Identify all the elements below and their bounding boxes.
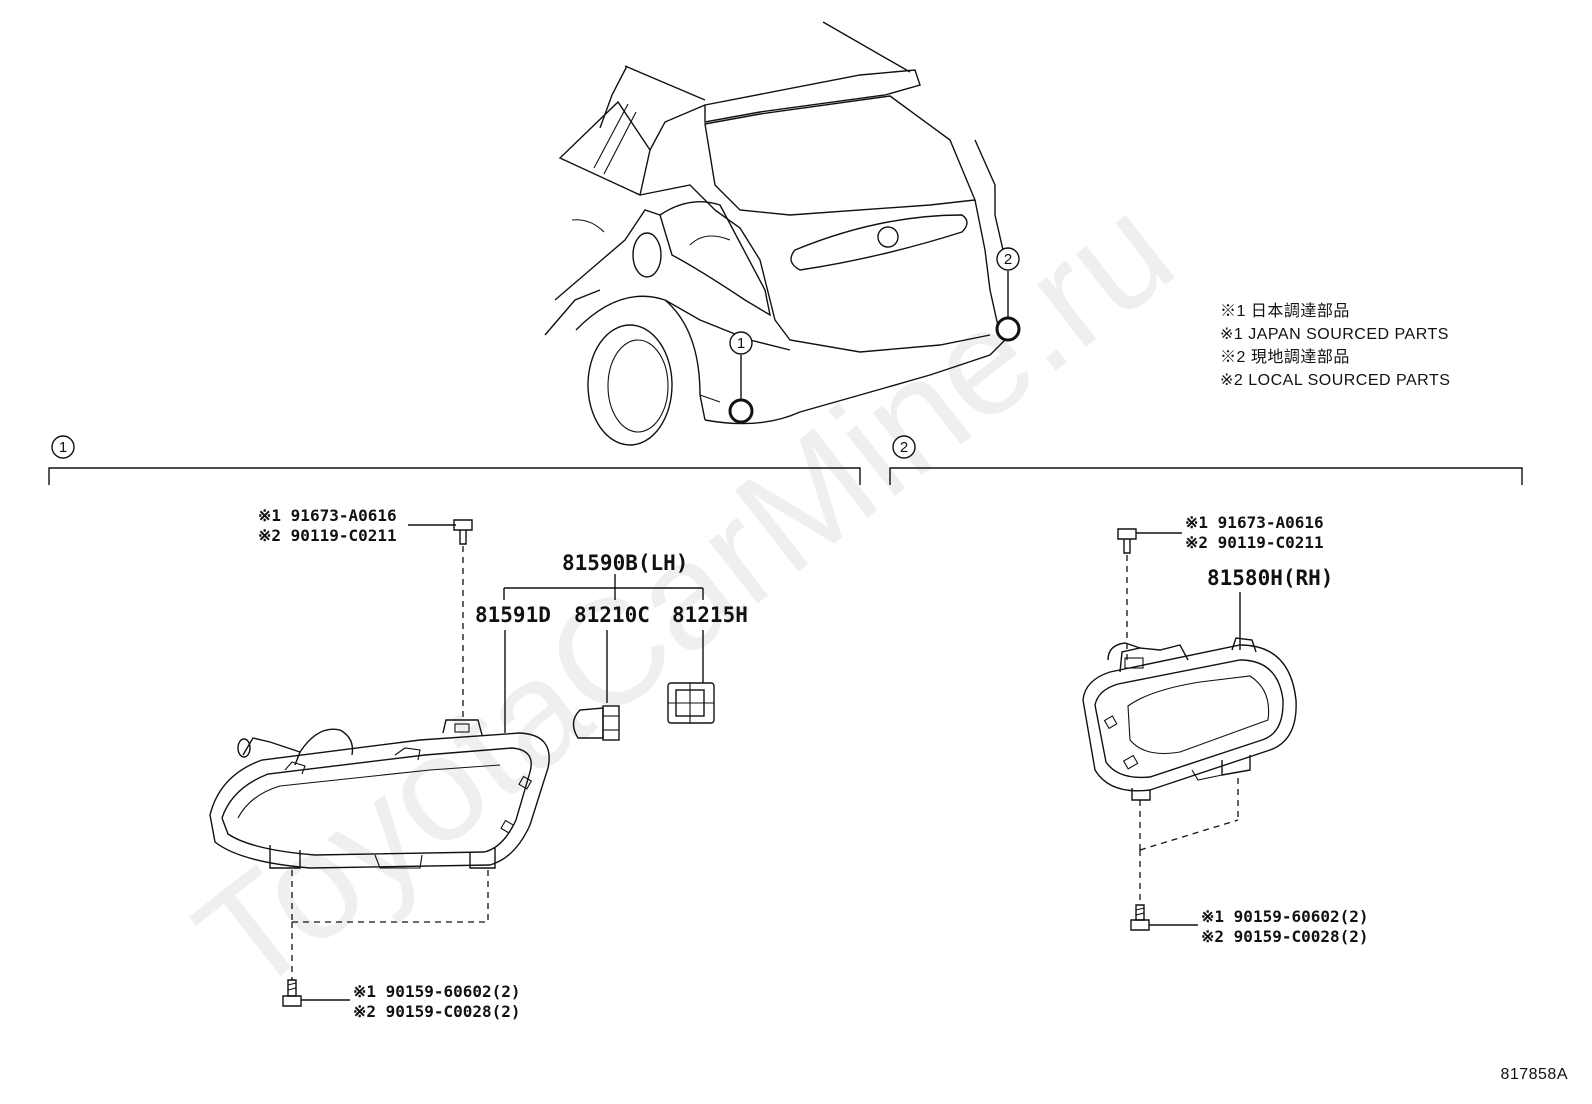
rh-fog-lamp-housing [1082, 637, 1297, 801]
legend-line-4: ※2 LOCAL SOURCED PARTS [1220, 372, 1450, 389]
rh-bottom-fastener-pn2: ※2 90159-C0028(2) [1201, 927, 1369, 946]
legend-line-2: ※1 JAPAN SOURCED PARTS [1220, 326, 1449, 343]
lh-housing-pn: 81591D [475, 603, 551, 627]
rh-bottom-fastener: ※1 90159-60602(2) ※2 90159-C0028(2) [1130, 778, 1369, 946]
sourcing-legend: ※1 日本調達部品 ※1 JAPAN SOURCED PARTS ※2 現地調達… [1220, 302, 1450, 389]
lh-bottom-fastener-pn2: ※2 90159-C0028(2) [353, 1002, 521, 1021]
bulb-81210c [572, 705, 620, 741]
lh-fog-lamp-housing [209, 719, 550, 869]
rh-assembly-pn: 81580H(RH) [1207, 566, 1333, 590]
legend-line-1: ※1 日本調達部品 [1220, 302, 1350, 320]
rh-bottom-fastener-pn1: ※1 90159-60602(2) [1201, 907, 1369, 926]
svg-text:1: 1 [59, 439, 67, 456]
section-2-bracket: 2 [889, 435, 1523, 485]
callout-2-vehicle: 2 [996, 247, 1020, 271]
lh-bottom-fastener: ※1 90159-60602(2) ※2 90159-C0028(2) [282, 870, 521, 1021]
watermark: ToyotaCarMine.ru [166, 164, 1202, 1025]
svg-text:2: 2 [900, 439, 908, 456]
socket-81215h [667, 682, 715, 724]
rh-top-fastener-pn2: ※2 90119-C0211 [1185, 533, 1324, 552]
vehicle-rear-view [544, 21, 1021, 446]
lh-top-fastener-pn2: ※2 90119-C0211 [258, 526, 397, 545]
lh-assembly-pn: 81590B(LH) [562, 551, 688, 575]
lh-bottom-fastener-pn1: ※1 90159-60602(2) [353, 982, 521, 1001]
lh-assembly-labels: 81590B(LH) 81591D 81210C 81215H [475, 551, 748, 733]
section-1-bracket: 1 [48, 435, 861, 485]
lh-bulb-pn: 81210C [574, 603, 650, 627]
callout-1-vehicle: 1 [729, 331, 753, 355]
legend-line-3: ※2 現地調達部品 [1220, 348, 1350, 366]
rh-top-fastener: ※1 91673-A0616 ※2 90119-C0211 [1117, 513, 1324, 660]
svg-text:1: 1 [737, 335, 745, 352]
svg-text:2: 2 [1004, 251, 1012, 268]
diagram-id: 817858A [1500, 1066, 1568, 1083]
lh-socket-pn: 81215H [672, 603, 748, 627]
rh-top-fastener-pn1: ※1 91673-A0616 [1185, 513, 1324, 532]
lh-top-fastener: ※1 91673-A0616 ※2 90119-C0211 [258, 506, 473, 720]
lh-top-fastener-pn1: ※1 91673-A0616 [258, 506, 397, 525]
rh-assembly-labels: 81580H(RH) [1207, 566, 1333, 650]
